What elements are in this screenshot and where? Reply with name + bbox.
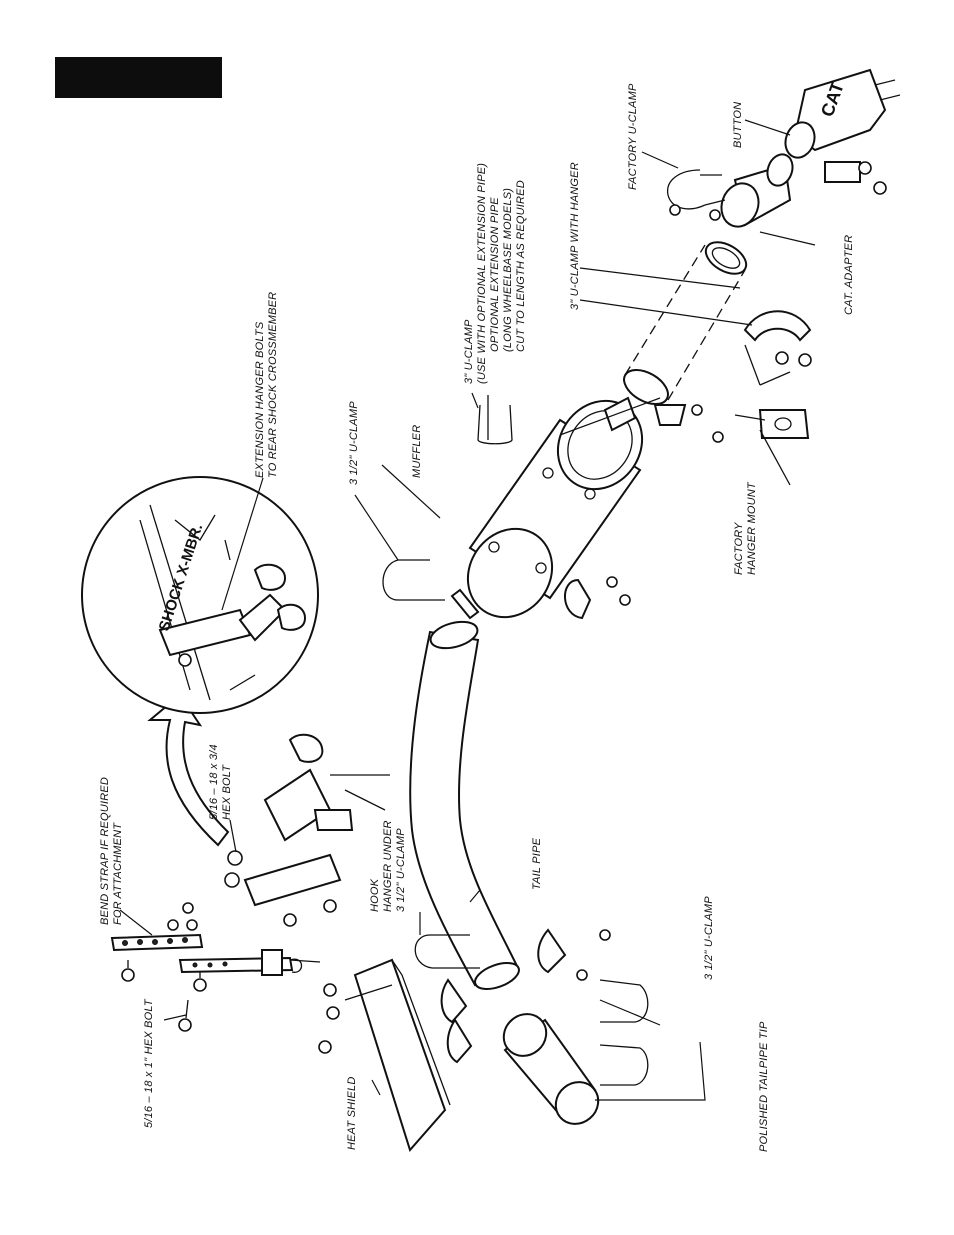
- factory-hanger-mount: [758, 409, 810, 486]
- hex-bolt-34-line1: 5/16 – 18 x 3/4: [208, 744, 220, 820]
- heat-shield: [318, 958, 451, 1152]
- factory-hanger-mount-line2: HANGER MOUNT: [746, 481, 758, 575]
- hook-hanger-line1: HOOK: [369, 878, 381, 912]
- hex-bolt-1-label: 5/16 – 18 x 1" HEX BOLT: [143, 998, 155, 1128]
- header-black-bar: [55, 57, 222, 98]
- u-clamp-with-hanger: [743, 310, 812, 386]
- svg-text:3" U-CLAMP (USE WITH OPTIO: 3" U-CLAMP (USE WITH OPTIONAL EXTENSION …: [463, 163, 488, 384]
- heat-shield-label: HEAT SHIELD: [346, 1076, 358, 1150]
- optional-extension-pipe-line1: OPTIONAL EXTENSION PIPE: [489, 197, 501, 352]
- optional-extension-pipe-line3: CUT TO LENGTH AS REQUIRED: [515, 180, 527, 352]
- svg-text:OPTIONAL EXTENSION PIPE (L: OPTIONAL EXTENSION PIPE (LONG WHEELBASE …: [489, 180, 527, 352]
- u-clamp-3-5-top: [382, 559, 631, 620]
- factory-u-clamp-saddle: [824, 161, 887, 195]
- u-clamp-3-optional-line2: (USE WITH OPTIONAL EXTENSION PIPE): [476, 163, 488, 384]
- muffler: [450, 396, 644, 620]
- hex-bolt-34-line2: HEX BOLT: [221, 764, 233, 820]
- optional-extension-pipe-line2: (LONG WHEELBASE MODELS): [502, 188, 514, 352]
- u-clamp-3-hanger-label: 3" U-CLAMP WITH HANGER: [569, 162, 581, 310]
- extension-hanger-bolts-line1: EXTENSION HANGER BOLTS: [254, 321, 266, 478]
- u-clamp-3-5-bottom: [414, 928, 649, 1086]
- tail-pipe-label: TAIL PIPE: [531, 837, 543, 890]
- svg-text:BEND STRAP IF REQUIRED FOR: BEND STRAP IF REQUIRED FOR ATTACHMENT: [99, 774, 124, 925]
- bend-strap-line2: FOR ATTACHMENT: [112, 822, 124, 925]
- button-label: BUTTON: [732, 102, 744, 148]
- hook-hanger-line3: 3 1/2" U-CLAMP: [395, 828, 407, 912]
- factory-hanger-mount-line1: FACTORY: [733, 522, 745, 575]
- polished-tip-label: POLISHED TAILPIPE TIP: [758, 1021, 770, 1152]
- hook-hanger-line2: HANGER UNDER: [382, 820, 394, 912]
- svg-text:EXTENSION HANGER BOLTS TO: EXTENSION HANGER BOLTS TO REAR SHOCK CRO…: [254, 292, 279, 478]
- u-clamp-3-5-top-label: 3 1/2" U-CLAMP: [348, 401, 360, 485]
- hook-hanger: [178, 949, 303, 976]
- bend-strap: [110, 902, 204, 952]
- detail-circle: [81, 476, 319, 714]
- bend-strap-line1: BEND STRAP IF REQUIRED: [99, 777, 111, 925]
- svg-text:HOOK HANGER UNDER 3 1/: HOOK HANGER UNDER 3 1/2" U-CLAMP: [369, 817, 407, 912]
- tail-pipe: [409, 620, 520, 990]
- factory-u-clamp-label: FACTORY U-CLAMP: [627, 83, 639, 190]
- hex-bolts-1in: [121, 960, 207, 1032]
- extension-hanger-bracket: [224, 733, 390, 927]
- u-clamp-3-optional-line1: 3" U-CLAMP: [463, 319, 475, 384]
- cat-adapter: [720, 153, 794, 228]
- catalytic-converter: [784, 68, 901, 159]
- leader-lines: [119, 119, 816, 1101]
- muffler-label: MUFFLER: [411, 425, 423, 478]
- factory-u-clamp: [667, 169, 726, 221]
- polished-tailpipe-tip: [502, 1013, 600, 1125]
- cat-adapter-label: CAT. ADAPTER: [843, 235, 855, 315]
- svg-text:5/16 – 18 x 3/4 HEX BOLT: 5/16 – 18 x 3/4 HEX BOLT: [208, 741, 233, 820]
- svg-text:FACTORY HANGER MOUNT: FACTORY HANGER MOUNT: [733, 481, 758, 575]
- u-clamp-3-5-bottom-label: 3 1/2" U-CLAMP: [703, 896, 715, 980]
- u-clamp-3-optional: [477, 395, 724, 445]
- optional-extension-pipe: [623, 241, 748, 406]
- extension-hanger-bolts-line2: TO REAR SHOCK CROSSMEMBER: [267, 292, 279, 478]
